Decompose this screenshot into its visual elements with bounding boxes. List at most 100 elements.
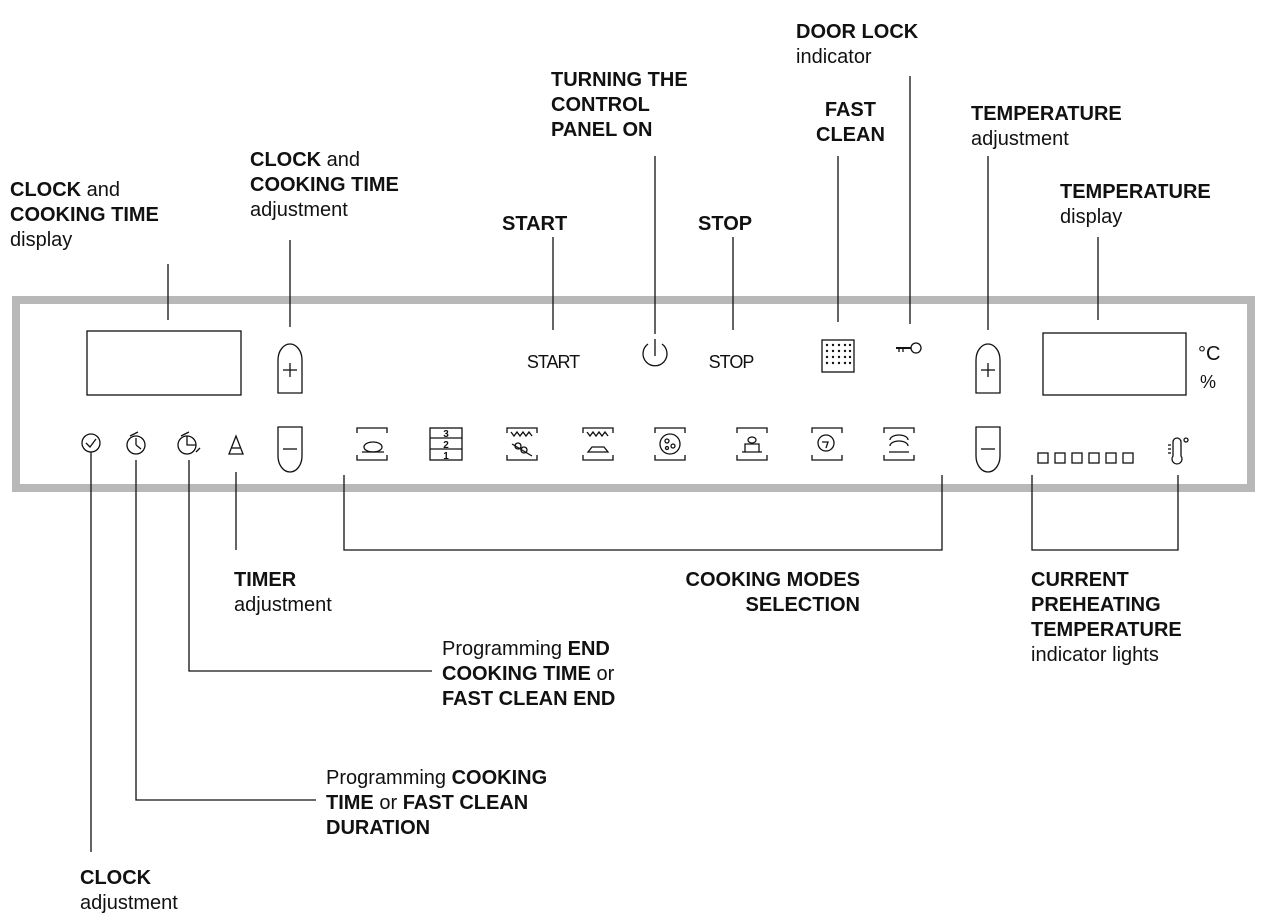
label-text: adjustment [250, 199, 348, 221]
label-text: or [373, 792, 403, 814]
label-text: and [81, 179, 121, 201]
label-text: COOKING TIME [10, 204, 159, 226]
label-temperature-display: TEMPERATURE display [1060, 180, 1211, 230]
label-text: TEMPERATURE [1031, 619, 1182, 641]
label-turning-on: TURNING THE CONTROL PANEL ON [551, 68, 688, 143]
label-text: CONTROL [551, 94, 650, 116]
label-text: Programming [442, 638, 568, 660]
leader-lines [90, 76, 1179, 852]
temperature-minus-button[interactable] [975, 426, 1001, 473]
percent-unit: % [1200, 372, 1216, 392]
label-text: STOP [698, 213, 753, 235]
label-text: DURATION [326, 817, 431, 839]
label-text: CLOCK [80, 867, 152, 889]
start-button[interactable]: START [527, 352, 581, 372]
celsius-unit: °C [1198, 343, 1220, 365]
shelf-level-2: 2 [443, 440, 449, 451]
clock-display [86, 330, 242, 396]
leader-cook-duration [135, 460, 316, 801]
preheat-light [1122, 452, 1134, 464]
label-text: CLOCK [10, 179, 82, 201]
label-text: PREHEATING [1031, 594, 1161, 616]
label-text: TIMER [234, 569, 297, 591]
clock-minus-button[interactable] [277, 426, 303, 473]
label-text: adjustment [234, 594, 332, 616]
key-icon [896, 342, 922, 354]
label-cooking-modes: COOKING MODES SELECTION [640, 568, 860, 618]
label-text: COOKING TIME [442, 663, 591, 685]
cooking-duration-icon[interactable] [126, 431, 146, 455]
shelf-level-1: 1 [443, 451, 449, 462]
shelf-level-3: 3 [443, 429, 449, 440]
label-text: display [1060, 206, 1123, 228]
label-clock-adjustment-bottom: CLOCK adjustment [80, 866, 178, 916]
label-text: DOOR LOCK [796, 21, 919, 43]
clock-icon[interactable] [81, 433, 101, 453]
label-text: TIME [326, 792, 374, 814]
mode-grill-skewer-icon[interactable] [506, 427, 538, 461]
mode-grill-chicken-icon[interactable] [356, 427, 388, 461]
label-text: END [567, 638, 610, 660]
label-door-lock: DOOR LOCK indicator [796, 20, 918, 70]
label-text: PANEL ON [551, 119, 653, 141]
panel-frame [12, 296, 1255, 492]
label-clock-adjustment: CLOCK and COOKING TIME adjustment [250, 148, 399, 223]
label-text: TEMPERATURE [971, 103, 1122, 125]
label-fast-clean: FAST CLEAN [816, 98, 885, 148]
preheat-light [1105, 452, 1117, 464]
mode-pizza-icon[interactable] [654, 427, 686, 461]
label-text: indicator [796, 46, 872, 68]
label-text: TEMPERATURE [1060, 181, 1211, 203]
label-text: COOKING [451, 767, 548, 789]
end-time-icon[interactable] [177, 431, 201, 455]
label-text: CURRENT [1031, 569, 1129, 591]
leader-end-time [188, 460, 432, 672]
label-text: CLEAN [816, 124, 885, 146]
mode-pastry-icon[interactable] [736, 427, 768, 461]
timer-icon[interactable] [228, 434, 244, 455]
label-clock-display: CLOCK and COOKING TIME display [10, 178, 159, 253]
preheat-light [1088, 452, 1100, 464]
leader-cooking-modes [343, 475, 943, 551]
mode-warming-icon[interactable] [883, 427, 915, 461]
label-text: START [502, 213, 568, 235]
leader-preheat [1031, 475, 1179, 551]
temperature-display [1042, 332, 1187, 396]
label-text: adjustment [80, 892, 178, 914]
label-text: COOKING TIME [250, 174, 399, 196]
label-text: FAST [824, 99, 876, 121]
label-end-cooking-time: Programming END COOKING TIME or FAST CLE… [442, 637, 615, 712]
stop-button[interactable]: STOP [709, 352, 756, 372]
label-text: CLOCK [250, 149, 322, 171]
label-text: or [590, 663, 615, 685]
fast-clean-icon[interactable] [821, 339, 855, 373]
label-text: display [10, 229, 73, 251]
label-preheating: CURRENT PREHEATING TEMPERATURE indicator… [1031, 568, 1182, 668]
label-start: START [502, 212, 567, 237]
label-text: and [321, 149, 361, 171]
label-text: SELECTION [745, 594, 860, 616]
label-text: COOKING MODES [685, 569, 860, 591]
label-text: FAST CLEAN [402, 792, 529, 814]
mode-top-grill-icon[interactable] [582, 427, 614, 461]
label-cooking-time-duration: Programming COOKING TIME or FAST CLEAN D… [326, 766, 547, 841]
label-timer: TIMER adjustment [234, 568, 332, 618]
label-text: TURNING THE [551, 69, 688, 91]
preheat-light [1071, 452, 1083, 464]
label-text: FAST CLEAN END [442, 688, 616, 710]
label-text: adjustment [971, 128, 1069, 150]
preheat-light [1037, 452, 1049, 464]
label-temperature-adjustment: TEMPERATURE adjustment [971, 102, 1122, 152]
power-icon[interactable] [642, 339, 668, 367]
label-text: Programming [326, 767, 452, 789]
label-text: indicator lights [1031, 644, 1159, 666]
mode-multi-level-icon[interactable] [429, 427, 463, 461]
label-stop: STOP [698, 212, 752, 237]
temperature-plus-button[interactable] [975, 343, 1001, 394]
preheat-indicator-lights [1037, 452, 1134, 464]
thermometer-icon [1168, 437, 1189, 465]
mode-defrost-icon[interactable] [811, 427, 843, 461]
clock-plus-button[interactable] [277, 343, 303, 394]
preheat-light [1054, 452, 1066, 464]
